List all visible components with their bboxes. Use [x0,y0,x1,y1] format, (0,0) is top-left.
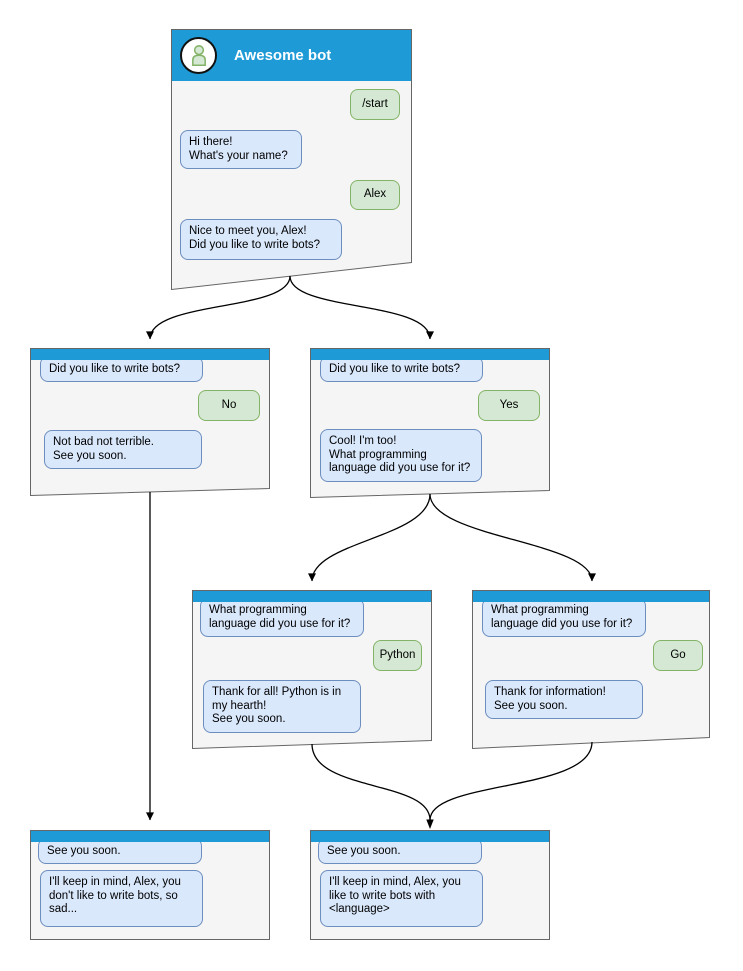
chat-header: Awesome bot [172,30,411,81]
edge-yes-to-go [429,493,596,582]
chat-header [311,349,549,360]
user-message-bubble: Yes [478,390,540,421]
chat-header [193,591,431,602]
person-icon [191,44,206,66]
bot-avatar [180,37,217,74]
merge-arrowhead [426,819,434,829]
chat-window-branch-python[interactable]: What programming language did you use fo… [192,590,432,749]
bot-message-bubble: Nice to meet you, Alex! Did you like to … [180,219,342,260]
edge-go-to-end [429,741,593,821]
edge-yes-to-python [308,493,431,582]
user-message-bubble: Alex [350,180,400,210]
user-message-bubble: Python [373,640,422,671]
bot-message-bubble: Thank for all! Python is in my hearth! S… [203,680,361,733]
bot-message-bubble: Cool! I'm too! What programming language… [320,429,482,482]
bot-message-bubble: I'll keep in mind, Alex, you don't like … [40,870,203,927]
user-message-bubble: /start [350,89,400,120]
bot-message-bubble: What programming language did you use fo… [200,598,364,637]
bot-message-bubble: See you soon. [318,838,482,864]
chat-window-branch-yes[interactable]: Did you like to write bots? Yes Cool! I'… [310,348,550,498]
bot-message-bubble: Did you like to write bots? [320,356,483,382]
bot-message-bubble: Thank for information! See you soon. [485,680,643,719]
chat-window-branch-no[interactable]: Did you like to write bots? No Not bad n… [30,348,270,496]
bot-message-bubble: What programming language did you use fo… [482,598,646,637]
chat-window-start[interactable]: Awesome bot /start Hi there! What's your… [171,29,412,290]
bot-message-bubble: Hi there! What's your name? [180,130,302,169]
bot-message-bubble: I'll keep in mind, Alex, you like to wri… [320,870,483,927]
chat-window-end-no[interactable]: See you soon. I'll keep in mind, Alex, y… [30,830,270,940]
chat-window-branch-go[interactable]: What programming language did you use fo… [472,590,710,749]
bot-message-bubble: Not bad not terrible. See you soon. [44,430,202,469]
user-message-bubble: No [198,390,260,421]
chat-header [31,349,269,360]
chat-header [311,831,549,842]
user-message-bubble: Go [653,640,703,671]
chat-header [473,591,709,602]
chat-header [31,831,269,842]
edge-python-to-end [311,743,431,821]
bot-message-bubble: See you soon. [38,838,202,864]
chat-window-end-yes[interactable]: See you soon. I'll keep in mind, Alex, y… [310,830,550,940]
window-title: Awesome bot [234,47,332,64]
